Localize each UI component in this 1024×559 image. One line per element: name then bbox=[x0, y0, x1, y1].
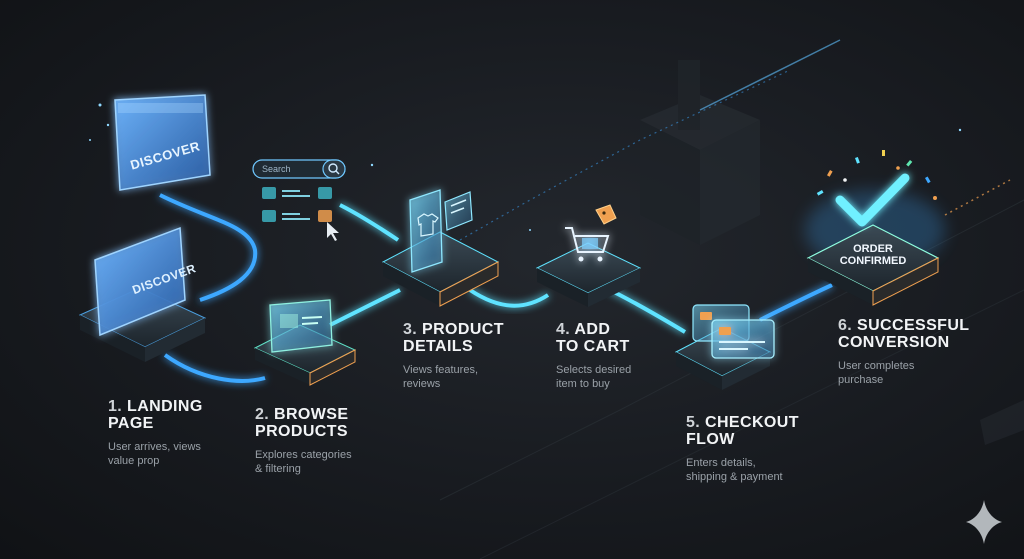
order-confirmed-line1: ORDER bbox=[853, 243, 893, 255]
step-2-title-line2: PRODUCTS bbox=[255, 423, 348, 440]
checkmark-icon bbox=[835, 173, 910, 227]
step-4-title-line1: ADD bbox=[574, 321, 611, 338]
step-2-number: 2. bbox=[255, 406, 270, 423]
step-5-number: 5. bbox=[686, 414, 701, 431]
search-placeholder: Search bbox=[262, 164, 291, 174]
checkout-illustration bbox=[674, 304, 775, 390]
step-6-title-line2: CONVERSION bbox=[838, 334, 950, 351]
sparkle-logo-icon bbox=[966, 500, 1002, 544]
step-6-desc-line2: purchase bbox=[838, 374, 884, 386]
step-1-number: 1. bbox=[108, 398, 123, 415]
confetti bbox=[816, 150, 937, 200]
step-2-desc-line1: Explores categories bbox=[255, 449, 352, 461]
step-5-desc-line1: Enters details, bbox=[686, 457, 756, 469]
cart-icon bbox=[565, 227, 610, 262]
background-structures bbox=[439, 60, 1024, 559]
step-4-desc-line2: item to buy bbox=[556, 378, 610, 390]
order-confirmed-illustration: ORDER CONFIRMED bbox=[805, 150, 1011, 306]
step-6-number: 6. bbox=[838, 317, 853, 334]
step-1-title-line2: PAGE bbox=[108, 415, 154, 432]
step-5-title-line1: CHECKOUT bbox=[705, 414, 799, 431]
step-1-title-line1: LANDING bbox=[127, 398, 203, 415]
step-6-desc-line1: User completes bbox=[838, 360, 915, 372]
step-5-desc-line2: shipping & payment bbox=[686, 471, 783, 483]
step-1-desc-line1: User arrives, views bbox=[108, 441, 201, 453]
flow-path bbox=[159, 39, 841, 383]
order-confirmed-line2: CONFIRMED bbox=[840, 255, 907, 267]
search-icon bbox=[328, 163, 338, 173]
step-3-title-line2: DETAILS bbox=[403, 338, 474, 355]
step-3-desc-line1: Views features, bbox=[403, 364, 479, 376]
price-tag-icon bbox=[595, 204, 617, 225]
cursor-icon bbox=[327, 222, 339, 241]
step-3-number: 3. bbox=[403, 321, 418, 338]
step-1-desc-line2: value prop bbox=[108, 455, 160, 467]
browse-products-illustration: Search bbox=[252, 159, 357, 386]
credit-card-icon bbox=[711, 319, 775, 359]
step-6-title-line1: SUCCESSFUL bbox=[857, 317, 970, 334]
product-details-illustration bbox=[381, 189, 500, 307]
step-4-number: 4. bbox=[556, 321, 571, 338]
landing-page-illustration: DISCOVER DISCOVER bbox=[78, 94, 211, 362]
phone-shirt-icon bbox=[409, 189, 443, 273]
step-2-title-line1: BROWSE bbox=[274, 406, 349, 423]
sparkles bbox=[89, 103, 962, 231]
step-5-title-line2: FLOW bbox=[686, 431, 735, 448]
step-2-desc-line2: & filtering bbox=[255, 463, 301, 475]
step-4-title-line2: TO CART bbox=[556, 338, 630, 355]
step-4-desc-line1: Selects desired bbox=[556, 364, 632, 376]
step-3-title-line1: PRODUCT bbox=[422, 321, 504, 338]
step-3-desc-line2: reviews bbox=[403, 378, 441, 390]
add-to-cart-illustration bbox=[535, 204, 642, 307]
